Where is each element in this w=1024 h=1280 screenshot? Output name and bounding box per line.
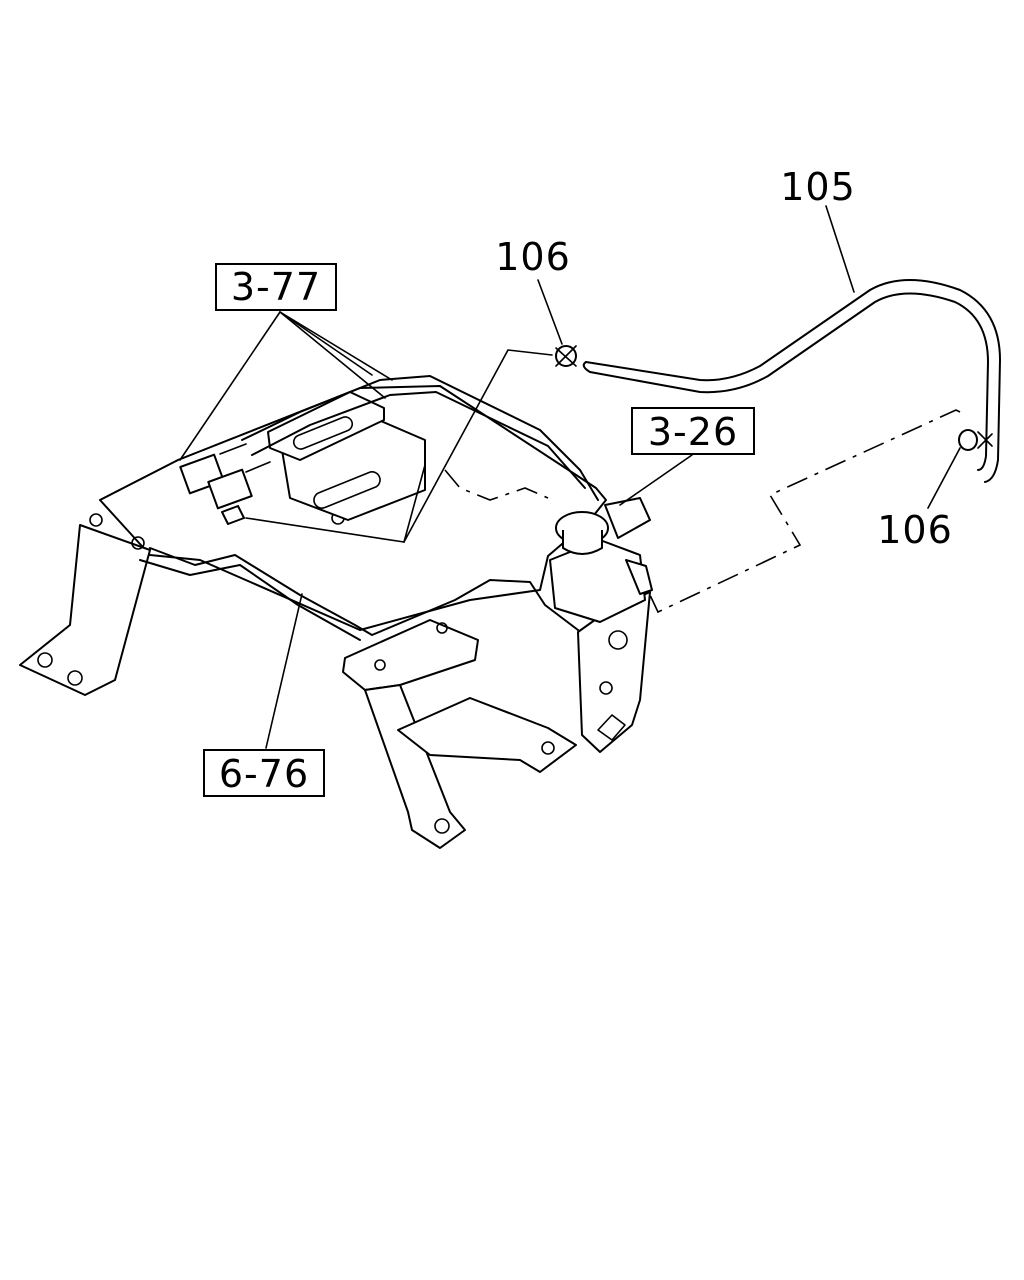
routing-line [649,409,961,614]
clamp-106-right [958,429,993,451]
callout-105-text: 105 [780,165,856,209]
callout-3-26-text: 3-26 [648,410,738,454]
washer-tank [549,497,653,623]
valve-block [179,375,599,525]
callout-106-right-text: 106 [877,508,953,552]
clamp-106-top [555,345,577,367]
leader-lines [179,205,961,749]
routing-line-bracket [444,469,549,501]
callout-6-76: 6-76 [203,749,325,797]
hose-105 [582,279,1001,483]
callout-6-76-text: 6-76 [219,752,309,796]
callout-106-top-text: 106 [495,235,571,279]
callout-3-77-text: 3-77 [231,265,321,309]
callout-3-26: 3-26 [631,407,755,455]
callout-3-77: 3-77 [215,263,337,311]
